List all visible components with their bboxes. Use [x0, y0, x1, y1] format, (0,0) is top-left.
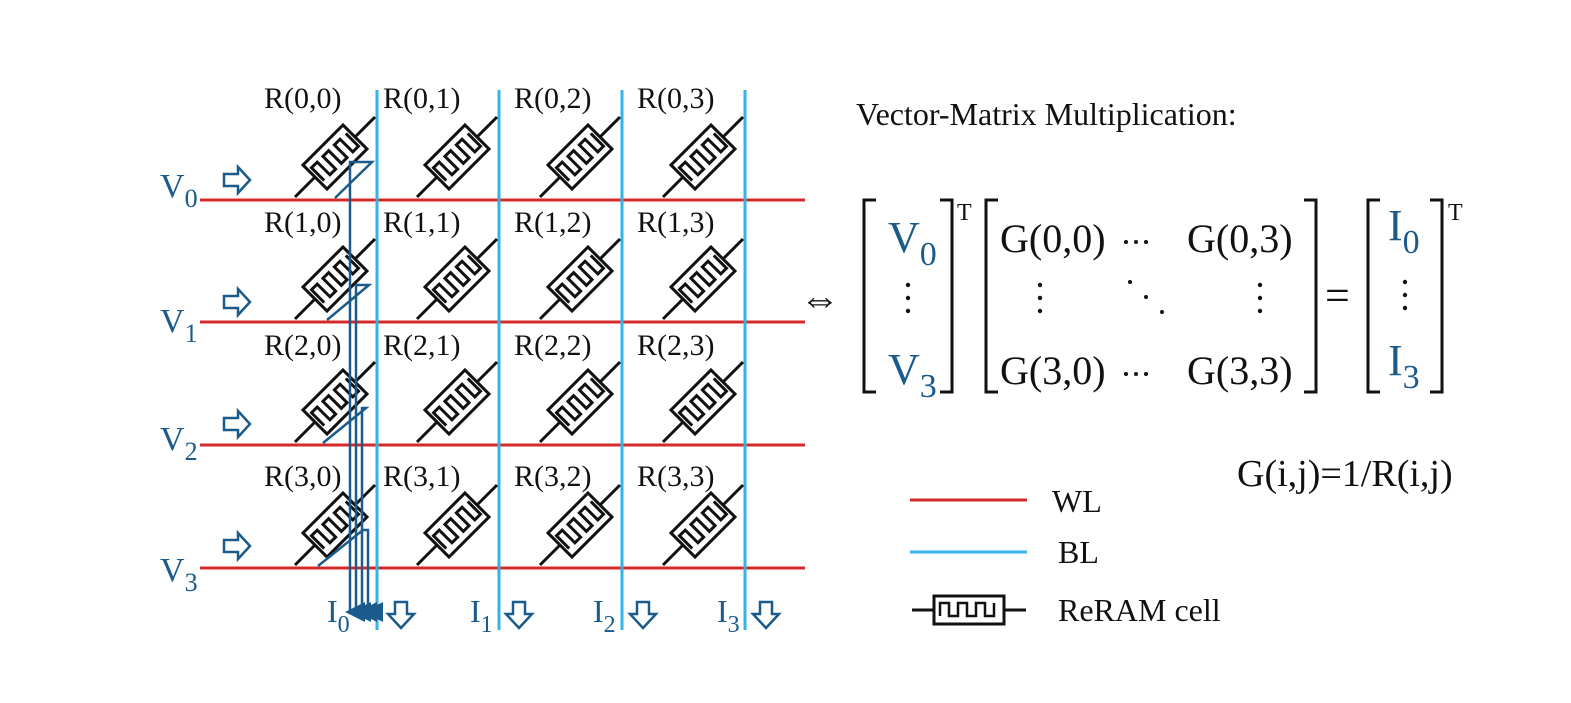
voltage-label-3: V3: [160, 552, 198, 597]
equivalence-symbol: ⇔: [800, 276, 840, 321]
reram-cell-1-3: [661, 237, 745, 321]
reram-cell-2-1: [415, 360, 499, 444]
reram-cell-0-3: [661, 115, 745, 199]
cell-label-1-2: R(1,2): [514, 206, 592, 239]
legend-wl-label: WL: [1052, 483, 1102, 519]
crossbar-labels: R(0,0) R(0,1) R(0,2) R(0,3) R(1,0) R(1,1) R(1,…: [160, 82, 740, 638]
v-bracket-right: [940, 198, 954, 394]
reram-cell-icon: [912, 594, 1026, 626]
reram-cell-0-0: [293, 115, 377, 199]
input-arrow-3: [222, 529, 252, 563]
cell-label-0-1: R(0,1): [383, 82, 461, 115]
g-bracket-right: [1304, 198, 1318, 394]
i-bracket-right: [1430, 198, 1444, 394]
i-top-entry: I0: [1388, 201, 1420, 261]
legend-bl-label: BL: [1058, 534, 1099, 570]
cell-label-1-3: R(1,3): [637, 206, 715, 239]
current-label-1: I1: [470, 593, 493, 638]
v-bottom-entry: V3: [888, 345, 937, 405]
current-label-2: I2: [593, 593, 616, 638]
voltage-label-0: V0: [160, 168, 198, 213]
g-top-right: G(0,3): [1187, 216, 1293, 261]
v-vdots: [905, 282, 911, 314]
cell-label-0-0: R(0,0): [264, 82, 342, 115]
current-path-0: [334, 160, 376, 622]
wordlines: [200, 198, 805, 570]
g-top-hdots: [1124, 240, 1148, 244]
cell-label-3-1: R(3,1): [383, 460, 461, 493]
reram-cell-2-3: [661, 360, 745, 444]
i-bottom-entry: I3: [1388, 336, 1420, 396]
cell-label-3-3: R(3,3): [637, 460, 715, 493]
current-path-2: [322, 406, 377, 622]
cell-label-0-3: R(0,3): [637, 82, 715, 115]
current-path-3: [317, 528, 383, 622]
i-vdots: [1402, 279, 1408, 311]
input-arrow-2: [222, 407, 252, 441]
reram-cell-3-1: [415, 483, 499, 567]
v-bracket-left: [862, 198, 876, 394]
reram-cell-0-2: [538, 115, 622, 199]
cell-label-2-0: R(2,0): [264, 329, 342, 362]
reram-cell-0-1: [415, 115, 499, 199]
cell-label-2-1: R(2,1): [383, 329, 461, 362]
cell-label-3-2: R(3,2): [514, 460, 592, 493]
current-path-1: [326, 283, 373, 622]
conductance-definition: G(i,j)=1/R(i,j): [1237, 453, 1453, 495]
cell-label-1-0: R(1,0): [264, 206, 342, 239]
g-right-vdots: [1257, 282, 1263, 314]
current-label-3: I3: [717, 593, 740, 638]
reram-cell-1-1: [415, 237, 499, 321]
cell-label-2-3: R(2,3): [637, 329, 715, 362]
reram-cell-1-0: [293, 237, 377, 321]
reram-cell-2-0: [293, 360, 377, 444]
cell-label-1-1: R(1,1): [383, 206, 461, 239]
legend-reram-label: ReRAM cell: [1058, 592, 1221, 628]
reram-cell-3-2: [538, 483, 622, 567]
v-top-entry: V0: [888, 213, 937, 273]
output-arrow-0: [385, 600, 417, 630]
reram-cell-2-2: [538, 360, 622, 444]
reram-cell-1-2: [538, 237, 622, 321]
v-transpose: T: [957, 200, 972, 226]
i-bracket-left: [1366, 198, 1380, 394]
g-left-vdots: [1037, 282, 1043, 314]
legend: WL BL ReRAM cell: [910, 483, 1221, 628]
reram-cell-3-3: [661, 483, 745, 567]
current-label-0: I0: [327, 593, 350, 638]
g-bracket-left: [984, 198, 998, 394]
input-arrow-1: [222, 285, 252, 319]
g-bottom-right: G(3,3): [1187, 348, 1293, 393]
output-arrow-2: [627, 600, 659, 630]
output-arrow-3: [750, 600, 782, 630]
g-bottom-left: G(3,0): [1000, 348, 1106, 393]
current-paths: [317, 160, 383, 622]
output-arrow-1: [503, 600, 535, 630]
voltage-label-2: V2: [160, 421, 198, 466]
bitlines: [375, 90, 747, 630]
g-ddots: [1128, 280, 1164, 314]
equals-sign: =: [1325, 271, 1350, 320]
cell-label-3-0: R(3,0): [264, 460, 342, 493]
equation-title: Vector-Matrix Multiplication:: [856, 96, 1237, 132]
g-top-left: G(0,0): [1000, 216, 1106, 261]
input-output-arrows: [222, 163, 782, 630]
i-transpose: T: [1448, 200, 1463, 226]
voltage-label-1: V1: [160, 303, 198, 348]
cell-label-0-2: R(0,2): [514, 82, 592, 115]
cell-label-2-2: R(2,2): [514, 329, 592, 362]
input-arrow-0: [222, 163, 252, 197]
g-bottom-hdots: [1124, 372, 1148, 376]
